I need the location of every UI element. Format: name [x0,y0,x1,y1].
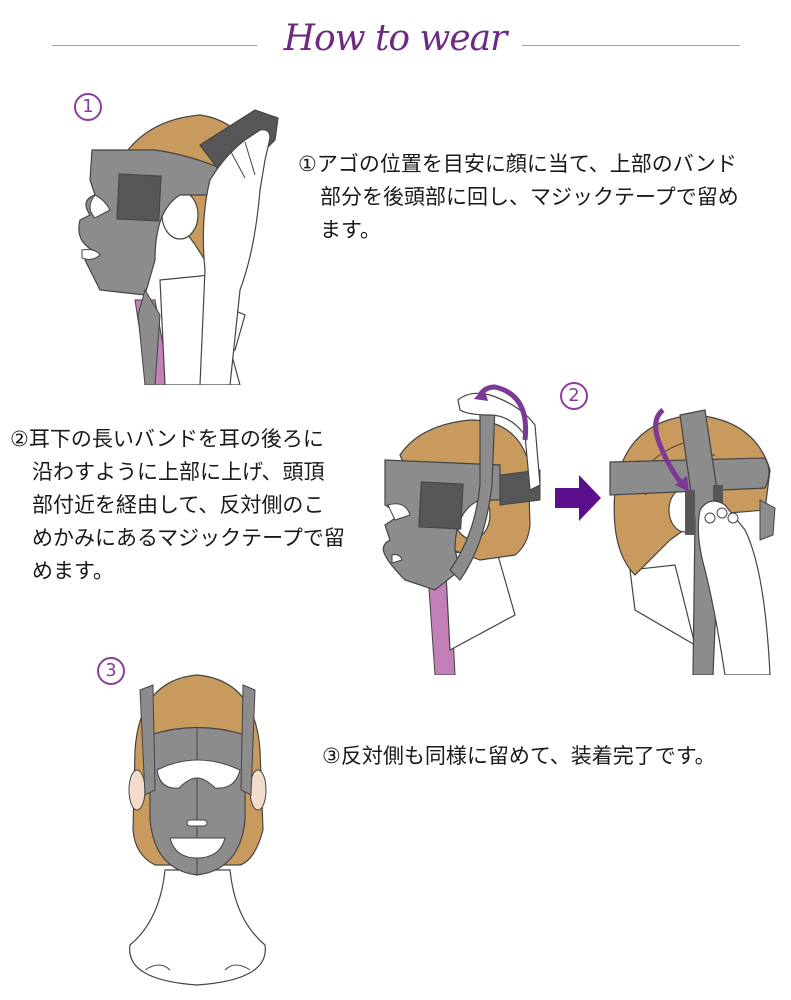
header-divider-left [52,45,257,46]
step-3-illustration [128,674,267,986]
step-3-number-badge: 3 [97,657,125,685]
right-arrow-icon [555,475,601,521]
step-1-line-3: ます。 [320,218,381,242]
section-header: How to wear [0,0,791,90]
step-3-line-1: ③反対側も同様に留めて、装着完了です。 [322,744,716,768]
step-2-line-3: 部付近を経由して、反対側のこ [32,493,325,517]
step-1-number-badge: 1 [74,93,102,121]
step-1-line-1: ①アゴの位置を目安に顔に当て、上部のバンド [298,152,737,176]
step-2-line-2: 沿わすように上部に上げ、頭頂 [32,460,325,484]
step-1-line-2: 部分を後頭部に回し、マジックテープで留め [320,185,739,209]
header-divider-right [522,45,740,46]
step-2-text: ②耳下の長いバンドを耳の後ろに 沿わすように上部に上げ、頭頂 部付近を経由して、… [10,423,345,588]
page-title: How to wear [283,18,508,59]
step-1-illustration [78,109,279,385]
step-2-illustration-right [609,408,776,675]
step-2-line-5: めます。 [32,559,114,583]
step-2-number-badge: 2 [560,382,588,410]
step-1-text: ①アゴの位置を目安に顔に当て、上部のバンド 部分を後頭部に回し、マジックテープで… [298,148,739,247]
step-2-line-4: めかみにあるマジックテープで留 [32,526,345,550]
step-2-line-1: ②耳下の長いバンドを耳の後ろに [10,427,324,451]
step-3-text: ③反対側も同様に留めて、装着完了です。 [322,740,716,773]
step-2-illustration-left [382,384,541,675]
